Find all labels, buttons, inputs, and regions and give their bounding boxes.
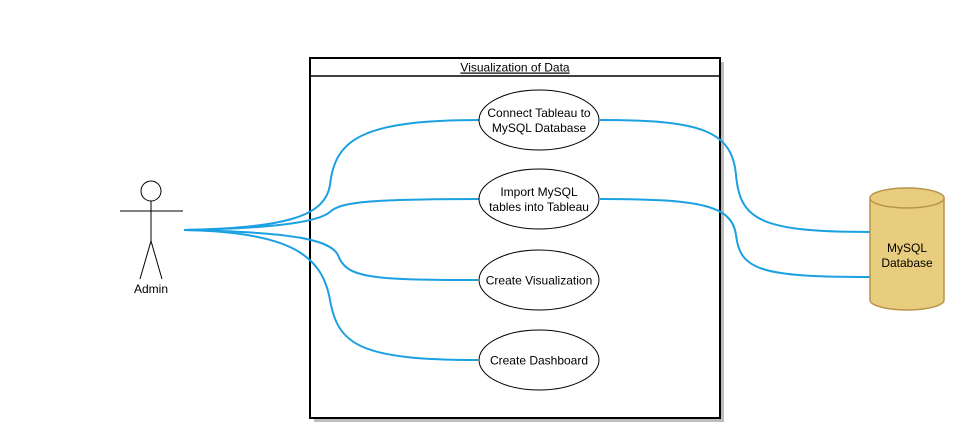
use-case-create-visualization[interactable]: Create Visualization: [478, 249, 600, 311]
database-connectors: [599, 119, 871, 278]
connector-admin-dashboard[interactable]: [183, 229, 479, 361]
use-case-ellipse: [478, 168, 600, 230]
database-label: Database: [881, 256, 933, 270]
actor-right-leg: [150, 240, 163, 280]
use-case-create-dashboard[interactable]: Create Dashboard: [478, 329, 600, 391]
database-top: [869, 187, 945, 209]
database-mysql[interactable]: MySQL Database: [869, 187, 945, 311]
database-body: [869, 197, 945, 311]
use-case-label: Connect Tableau to: [487, 106, 591, 120]
connector-admin-import[interactable]: [183, 198, 481, 231]
connector-admin-connect[interactable]: [183, 119, 481, 231]
database-label: MySQL: [887, 241, 927, 255]
actor-admin[interactable]: [120, 180, 183, 280]
use-case-label: Create Visualization: [486, 274, 593, 288]
actor-left-leg: [139, 240, 152, 280]
use-case-import-tables[interactable]: Import MySQL tables into Tableau: [478, 168, 600, 230]
use-case-ellipse: [478, 89, 600, 151]
actor-head: [140, 180, 162, 202]
actor-label: Admin: [134, 282, 168, 296]
connector-admin-visualization[interactable]: [183, 229, 479, 281]
use-case-label: tables into Tableau: [489, 200, 589, 214]
use-case-label: MySQL Database: [492, 121, 587, 135]
use-case-ellipse: [478, 249, 600, 311]
use-case-connect-tableau[interactable]: Connect Tableau to MySQL Database: [478, 89, 600, 151]
use-case-label: Create Dashboard: [490, 354, 588, 368]
use-case-label: Import MySQL: [500, 185, 578, 199]
actor-connectors: [183, 119, 481, 361]
use-case-ellipse: [478, 329, 600, 391]
connector-connect-database[interactable]: [599, 119, 871, 233]
system-title: Visualization of Data: [460, 61, 570, 75]
connector-import-database[interactable]: [599, 198, 871, 278]
